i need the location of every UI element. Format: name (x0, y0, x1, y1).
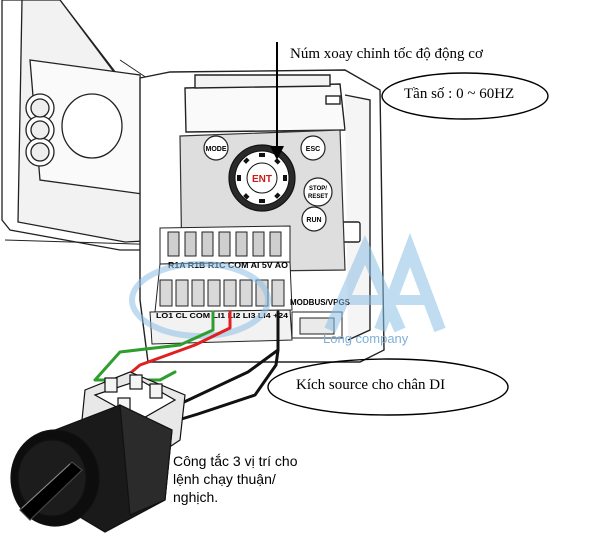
stop-reset-label-1: STOP/ (309, 186, 327, 192)
top-terminal-screws (167, 231, 282, 257)
run-button[interactable]: RUN (301, 206, 327, 232)
stop-reset-label-2: RESET (308, 194, 328, 200)
frequency-callout (381, 72, 549, 120)
mode-button-label: MODE (206, 146, 227, 153)
green-wire (93, 310, 215, 382)
black-wire-2 (163, 348, 280, 426)
cover-window (61, 93, 123, 159)
frequency-annotation: Tần số : 0 ~ 60HZ (404, 86, 515, 102)
watermark-company: Long company (323, 331, 409, 346)
inverter-cover (1, 0, 181, 251)
mode-button[interactable]: MODE (203, 135, 229, 161)
bottom-terminal-screws (159, 279, 285, 307)
terminal-bottom-labels: LO1 CL COM LI1 LI2 LI3 LI4 +24 (156, 311, 289, 320)
esc-button-label: ESC (306, 146, 320, 153)
ent-button[interactable] (246, 162, 278, 194)
run-button-label: RUN (306, 217, 321, 224)
source-callout (267, 358, 509, 416)
ent-button-label: ENT (252, 174, 272, 185)
source-annotation: Kích source cho chân DI (296, 377, 446, 393)
stop-reset-button[interactable]: STOP/ RESET (303, 177, 333, 207)
knob-annotation: Núm xoay chỉnh tốc độ động cơ (290, 46, 483, 62)
switch-annotation: Công tắc 3 vị trí cho lệnh chạy thuận/ n… (173, 453, 298, 505)
selector-switch (10, 371, 186, 533)
esc-button[interactable]: ESC (300, 135, 326, 161)
speed-dial[interactable]: ENT (228, 144, 296, 212)
modbus-port-label: MODBUS/VPGS (290, 298, 351, 307)
knob-arrow (270, 42, 284, 160)
terminal-block (149, 225, 343, 345)
